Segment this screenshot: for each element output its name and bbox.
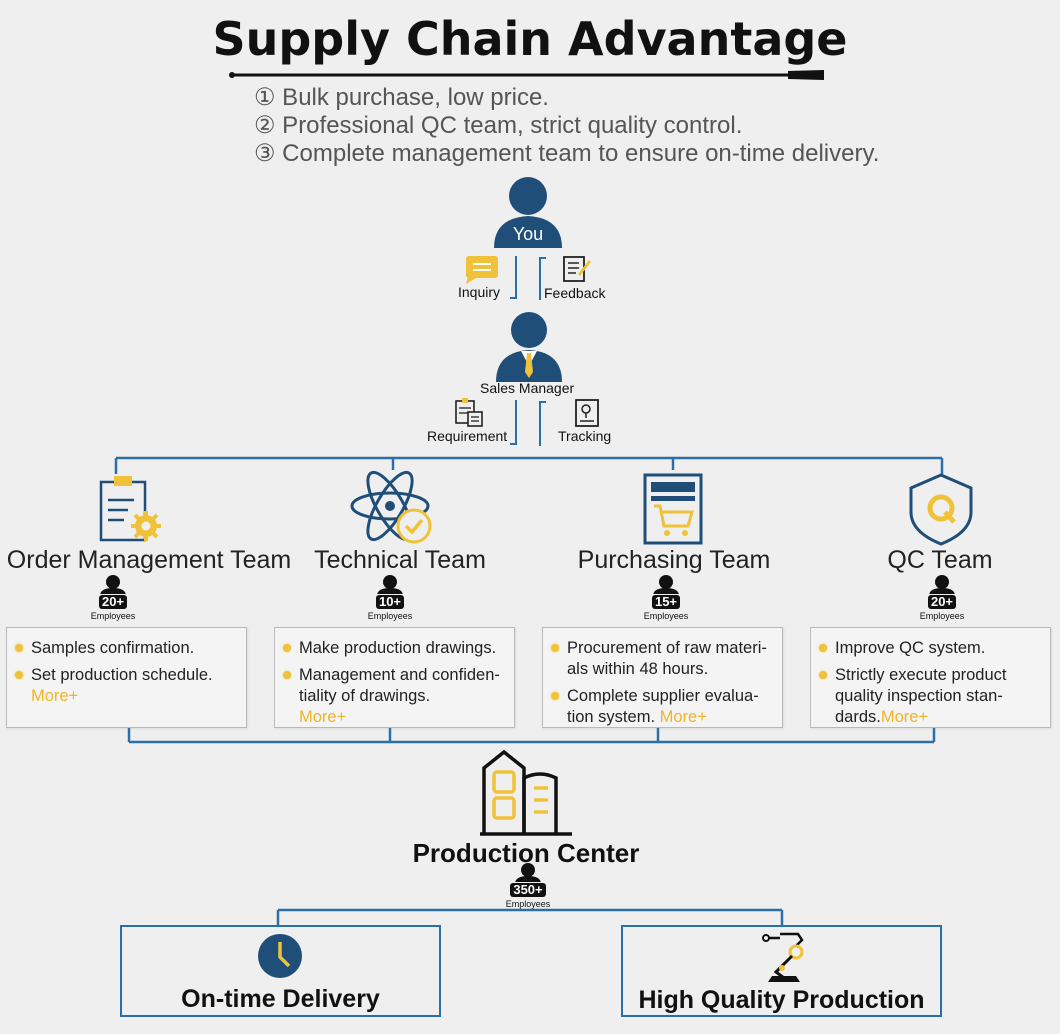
- team-card-purchasing: Procurement of raw materi-als within 48 …: [542, 627, 783, 728]
- employee-count: 20+: [927, 595, 957, 609]
- high-quality-production-box: [621, 925, 942, 1017]
- employee-badge: 20+ Employees: [83, 574, 143, 621]
- output-bracket: [276, 908, 784, 926]
- you-exchange-arrows: [510, 256, 546, 300]
- factory-building-icon: [480, 749, 572, 836]
- team-distribution-bracket: [114, 456, 944, 474]
- employees-icon: [929, 575, 955, 596]
- clipboard-gear-icon: [99, 476, 161, 542]
- employee-badge: 20+ Employees: [912, 574, 972, 621]
- you-person-icon: [494, 177, 562, 248]
- employee-count: 20+: [98, 595, 128, 609]
- inquiry-chat-icon: [466, 256, 498, 284]
- sales-manager-person-icon: [496, 312, 562, 382]
- team-name-technical: Technical Team: [314, 546, 486, 574]
- employee-count: 10+: [375, 595, 405, 609]
- more-link[interactable]: More+: [880, 708, 929, 726]
- more-link[interactable]: More+: [659, 708, 707, 726]
- employee-badge: 10+ Employees: [360, 574, 420, 621]
- requirement-doc-icon: [455, 398, 483, 427]
- title-underline: [229, 70, 824, 80]
- employees-icon: [100, 575, 126, 596]
- employee-label: Employees: [505, 899, 551, 909]
- tracking-doc-icon: [575, 399, 599, 427]
- employees-icon: [515, 863, 541, 884]
- feedback-doc-icon: [563, 256, 591, 282]
- advantage-item: ② Professional QC team, strict quality c…: [254, 112, 743, 139]
- employee-badge: 15+ Employees: [636, 574, 696, 621]
- employee-badge: 350+ Employees: [498, 862, 558, 909]
- employees-icon: [653, 575, 679, 596]
- advantage-item: ③ Complete management team to ensure on-…: [254, 140, 880, 167]
- employee-label: Employees: [367, 611, 413, 621]
- high-quality-production-label: High Quality Production: [638, 986, 925, 1014]
- team-card-qc: Improve QC system. Strictly execute prod…: [810, 627, 1051, 728]
- employee-count: 15+: [651, 595, 681, 609]
- list-item: Samples confirmation.: [15, 638, 240, 659]
- list-item: Procurement of raw materi-als within 48 …: [551, 638, 776, 680]
- you-label: You: [512, 224, 544, 244]
- page-title: Supply Chain Advantage: [212, 12, 848, 66]
- inquiry-label: Inquiry: [458, 284, 501, 300]
- team-name-order: Order Management Team: [6, 546, 292, 574]
- more-link[interactable]: More+: [31, 687, 79, 705]
- team-card-technical: Make production drawings. Management and…: [274, 627, 515, 728]
- production-center-label: Production Center: [412, 838, 640, 868]
- on-time-delivery-label: On-time Delivery: [181, 985, 380, 1013]
- team-collection-bracket: [127, 728, 936, 744]
- list-item: Set production schedule.More+: [15, 665, 240, 707]
- feedback-label: Feedback: [544, 285, 606, 301]
- employee-count: 350+: [510, 883, 546, 897]
- sales-exchange-arrows: [510, 400, 546, 446]
- employee-label: Employees: [643, 611, 689, 621]
- employees-icon: [377, 575, 403, 596]
- atom-check-icon: [350, 470, 432, 544]
- advantage-item: ① Bulk purchase, low price.: [254, 84, 549, 111]
- list-item: Improve QC system.: [819, 638, 1044, 659]
- qc-shield-icon: [909, 473, 973, 546]
- team-card-order: Samples confirmation. Set production sch…: [6, 627, 247, 728]
- shopping-cart-icon: [643, 473, 703, 545]
- list-item: Strictly execute product quality inspect…: [819, 665, 1044, 728]
- robot-arm-icon: [762, 932, 804, 982]
- list-item: Complete supplier evalua-tion system. Mo…: [551, 686, 776, 728]
- employee-label: Employees: [90, 611, 136, 621]
- list-item: Management and confiden-tiality of drawi…: [283, 665, 508, 728]
- tracking-label: Tracking: [558, 428, 612, 444]
- requirement-label: Requirement: [427, 428, 508, 444]
- clock-icon: [258, 934, 302, 978]
- sales-manager-label: Sales Manager: [480, 380, 575, 396]
- employee-label: Employees: [919, 611, 965, 621]
- more-link[interactable]: More+: [299, 708, 347, 726]
- team-name-purchasing: Purchasing Team: [577, 546, 771, 574]
- list-item: Make production drawings.: [283, 638, 508, 659]
- advantage-list: ① Bulk purchase, low price. ② Profession…: [254, 84, 879, 168]
- team-name-qc: QC Team: [887, 546, 993, 574]
